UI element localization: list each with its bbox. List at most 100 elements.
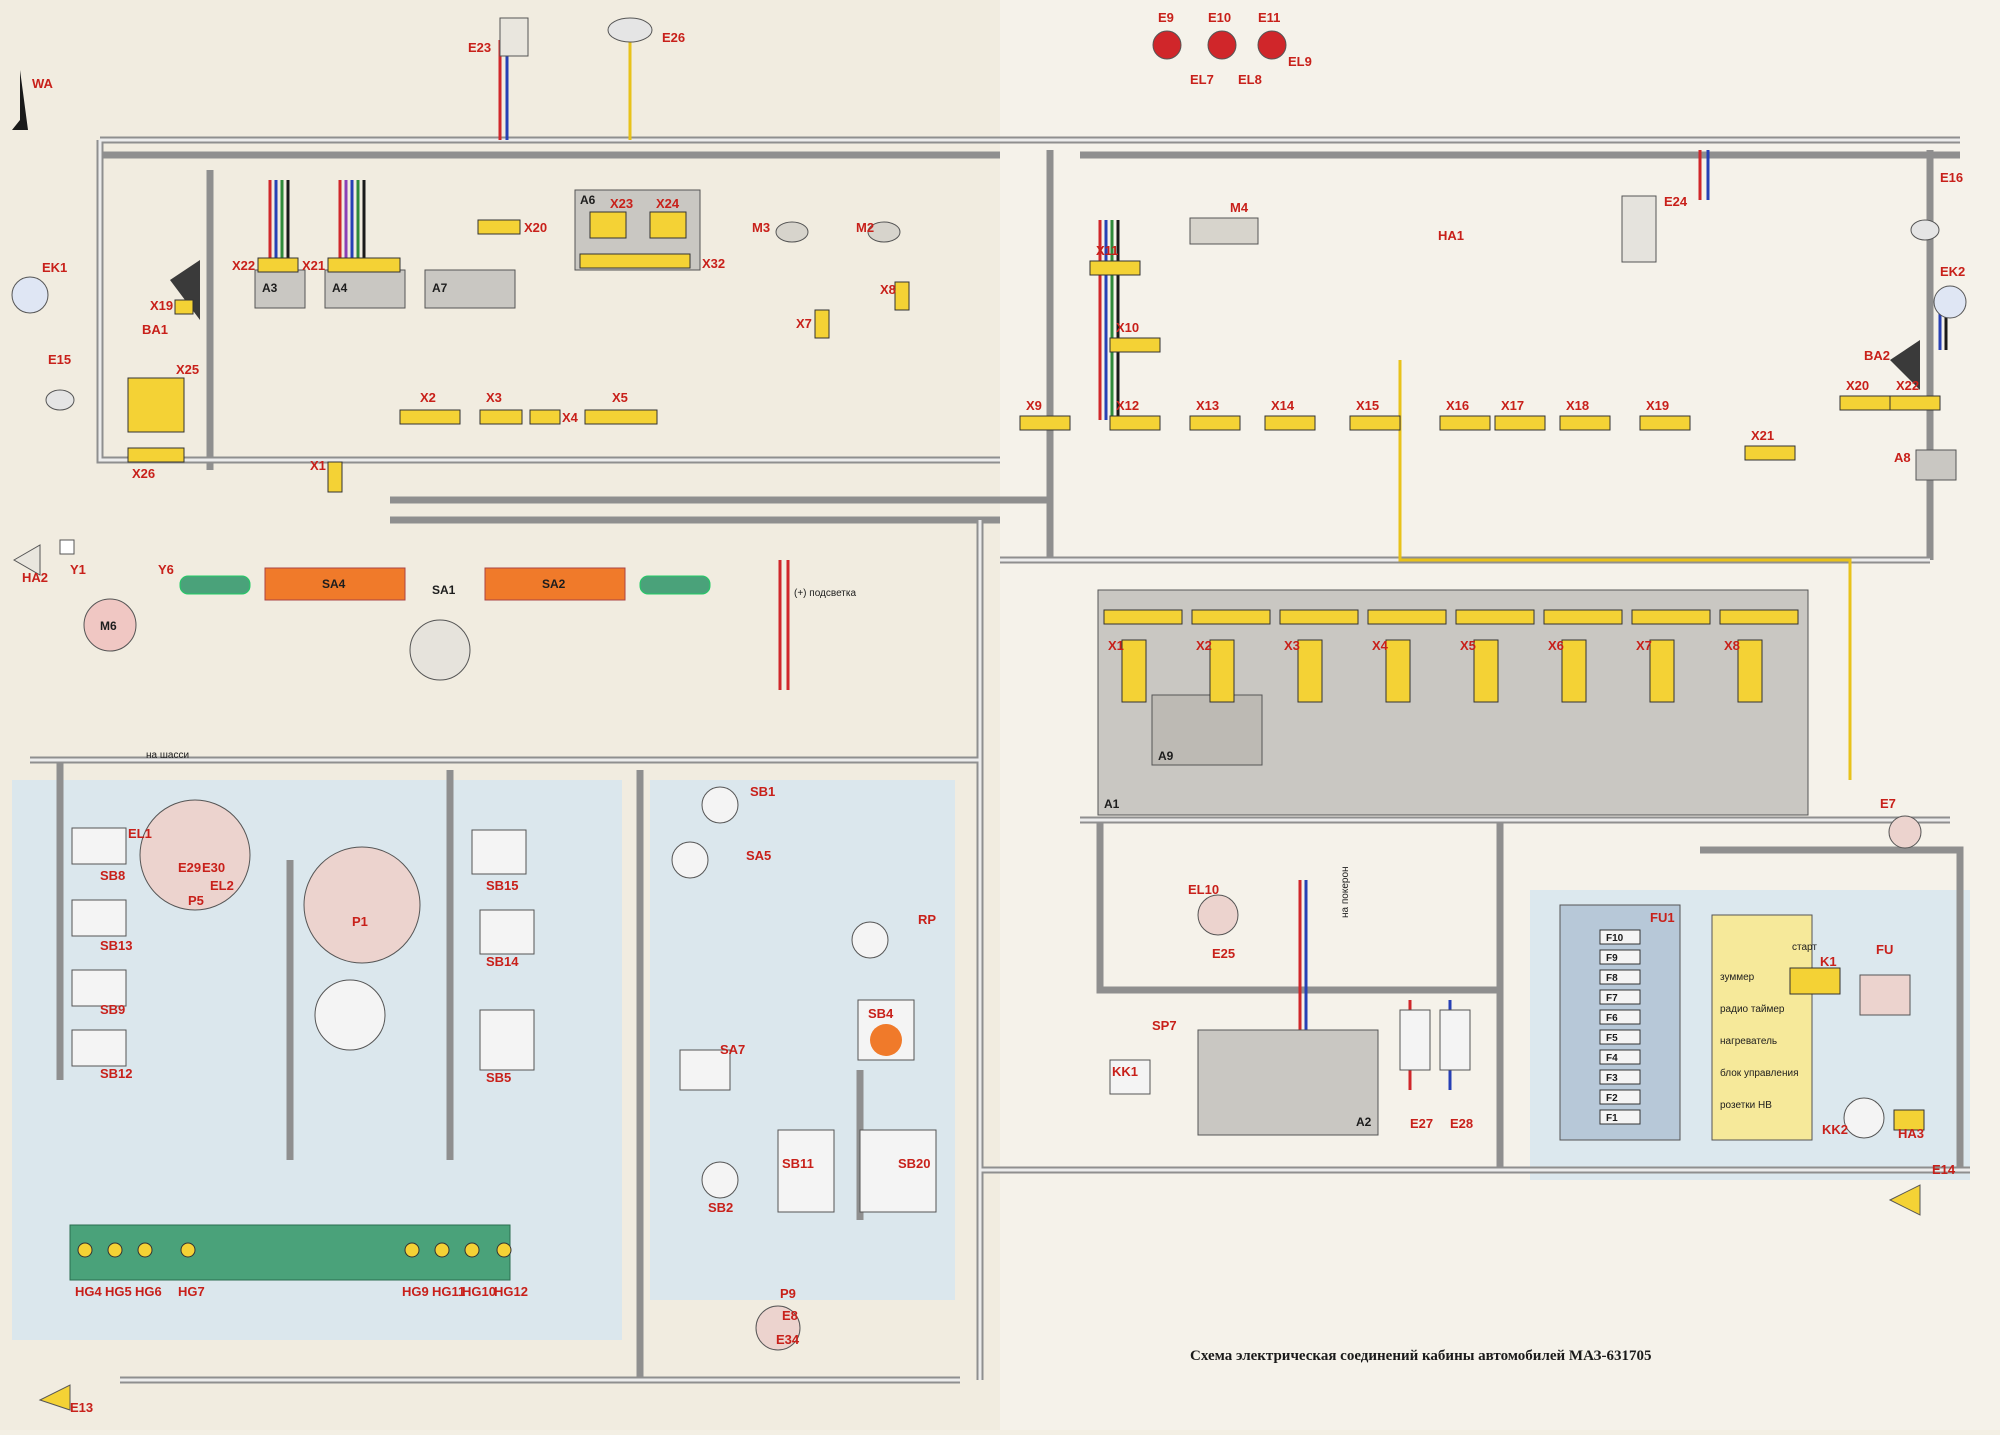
svg-text:A2: A2 <box>1356 1115 1372 1129</box>
svg-text:E30: E30 <box>202 860 225 875</box>
motor-m6: M6 <box>83 598 137 652</box>
connector-x4: X4 <box>529 409 579 425</box>
svg-text:X8: X8 <box>880 282 896 297</box>
indicator-label-hg6: HG6 <box>135 1284 162 1299</box>
a1-connector-x5: X5 <box>1455 609 1535 703</box>
instrument-p5: EL1 E29 E30 EL2 P5 <box>128 799 251 911</box>
svg-text:E10: E10 <box>1208 10 1231 25</box>
svg-text:SA4: SA4 <box>322 577 346 591</box>
svg-text:SA2: SA2 <box>542 577 566 591</box>
svg-text:E23: E23 <box>468 40 491 55</box>
svg-text:BA2: BA2 <box>1864 348 1890 363</box>
right-connector-label: X14 <box>1271 398 1295 413</box>
svg-text:E26: E26 <box>662 30 685 45</box>
a1-connector-x2: X2 <box>1191 609 1271 703</box>
right-connector-x12: X12 <box>1109 398 1161 431</box>
lamp-e26: E26 <box>607 17 685 45</box>
right-connector-x16: X16 <box>1439 398 1491 431</box>
connector-x26: X26 <box>127 447 185 481</box>
svg-text:SB2: SB2 <box>708 1200 733 1215</box>
svg-text:E13: E13 <box>70 1400 93 1415</box>
indicator-lamp <box>77 1242 93 1258</box>
indicator-lamp <box>137 1242 153 1258</box>
fuse-f3: F3 <box>1599 1069 1641 1085</box>
svg-text:A8: A8 <box>1894 450 1911 465</box>
indicator-lamp <box>404 1242 420 1258</box>
indicator-lamp <box>180 1242 196 1258</box>
fuse-f9: F9 <box>1599 949 1641 965</box>
a1-connector-x8: X8 <box>1719 609 1799 703</box>
indicator-label-hg10: HG10 <box>462 1284 496 1299</box>
indicator-label-hg11: HG11 <box>432 1284 465 1299</box>
svg-text:E34: E34 <box>776 1332 800 1347</box>
svg-text:A3: A3 <box>262 281 278 295</box>
indicator-label-hg9: HG9 <box>402 1284 429 1299</box>
svg-text:K1: K1 <box>1820 954 1837 969</box>
module-a3: A3 <box>254 269 306 309</box>
connector-x22: X22 <box>232 257 299 273</box>
right-connector-x13: X13 <box>1189 398 1241 431</box>
right-connector-label: X16 <box>1446 398 1469 413</box>
svg-text:Y1: Y1 <box>70 562 86 577</box>
right-connector-label: X22 <box>1896 378 1919 393</box>
diagram-caption: Схема электрическая соединений кабины ав… <box>1190 1348 1651 1364</box>
svg-text:E15: E15 <box>48 352 71 367</box>
connector-x1: X1 <box>310 458 343 493</box>
svg-text:E27: E27 <box>1410 1116 1433 1131</box>
note-podsvetka: (+) подсветка <box>794 588 856 599</box>
svg-text:SB12: SB12 <box>100 1066 133 1081</box>
fuse-label: F8 <box>1606 973 1618 984</box>
right-connector-x18: X18 <box>1559 398 1611 431</box>
svg-text:X26: X26 <box>132 466 155 481</box>
a1-connector-x4: X4 <box>1367 609 1447 703</box>
lamp-e16: E16 <box>1910 170 1963 241</box>
svg-text:SB14: SB14 <box>486 954 519 969</box>
svg-text:KK2: KK2 <box>1822 1122 1848 1137</box>
svg-text:EL9: EL9 <box>1288 54 1312 69</box>
fuse-f10: F10 <box>1599 929 1641 945</box>
svg-text:P1: P1 <box>352 914 368 929</box>
indicator-lamp <box>107 1242 123 1258</box>
fuse-legend-item: радио таймер <box>1720 1004 1785 1015</box>
svg-text:HA2: HA2 <box>22 570 48 585</box>
svg-text:EK2: EK2 <box>1940 264 1965 279</box>
fuse-f1: F1 <box>1599 1109 1641 1125</box>
antenna-wa: WA <box>12 70 54 130</box>
indicator-label-hg5: HG5 <box>105 1284 132 1299</box>
svg-text:E9: E9 <box>1158 10 1174 25</box>
svg-text:P9: P9 <box>780 1286 796 1301</box>
svg-text:RP: RP <box>918 912 936 927</box>
right-connector-label: X11 <box>1096 243 1118 258</box>
fuse-label: F4 <box>1606 1053 1618 1064</box>
right-connector-x17: X17 <box>1494 398 1546 431</box>
a1-connector-label: X6 <box>1548 638 1564 653</box>
svg-text:A7: A7 <box>432 281 448 295</box>
a1-connector-label: X8 <box>1724 638 1740 653</box>
right-connector-x20: X20 <box>1839 378 1891 411</box>
module-a8: A8 <box>1894 449 1957 481</box>
a1-connector-x3: X3 <box>1279 609 1359 703</box>
fuse-legend-panel <box>1711 914 1813 1141</box>
svg-text:X20: X20 <box>524 220 547 235</box>
fuse-legend-item: зуммер <box>1720 972 1755 983</box>
right-connector-label: X12 <box>1116 398 1139 413</box>
svg-text:EL10: EL10 <box>1188 882 1219 897</box>
speaker-ba2: BA2 <box>1864 340 1920 390</box>
svg-text:SB8: SB8 <box>100 868 125 883</box>
right-connector-label: X10 <box>1116 320 1139 335</box>
svg-text:EL7: EL7 <box>1190 72 1214 87</box>
connector-x7: X7 <box>796 309 830 339</box>
svg-text:SP7: SP7 <box>1152 1018 1177 1033</box>
right-connector-label: X17 <box>1501 398 1524 413</box>
fuse-legend-item: блок управления <box>1720 1067 1798 1079</box>
connector-x25: X25 <box>127 362 199 433</box>
svg-text:M6: M6 <box>100 619 117 633</box>
svg-text:E14: E14 <box>1932 1162 1956 1177</box>
connector-x5: X5 <box>584 390 658 425</box>
switch-sa4: SA4 <box>179 567 406 601</box>
fuse-f4: F4 <box>1599 1049 1641 1065</box>
connector-x2: X2 <box>399 390 461 425</box>
svg-text:SA7: SA7 <box>720 1042 745 1057</box>
fuse-legend-item: нагреватель <box>1720 1036 1777 1047</box>
